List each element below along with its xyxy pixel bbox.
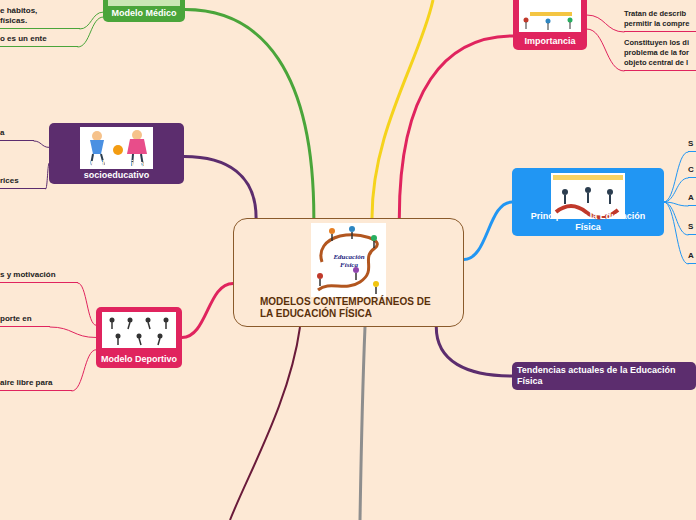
branch-line: [372, 0, 433, 218]
topic-label: Principios de la Educación Física: [517, 211, 659, 233]
branch-connector: [80, 12, 103, 29]
branch-text: e hábitos, físicas.: [0, 6, 80, 29]
branch-label: C: [688, 165, 696, 175]
branch-label: Tratan de describ permitir la compre: [624, 9, 696, 29]
branch-text: rices: [0, 176, 46, 189]
branch-connector: [50, 327, 96, 338]
branch-connector: [587, 15, 624, 32]
branch-connector: [664, 202, 688, 235]
branch-label: S: [688, 139, 696, 149]
topic-label: Modelo Deportivo: [101, 354, 177, 365]
branch-connector: [664, 202, 688, 264]
topic-label: Modelo Médico: [112, 8, 177, 19]
branch-text: S: [688, 139, 696, 152]
branch-label: porte en: [0, 314, 50, 324]
branch-connector: [436, 327, 512, 376]
branch-connector: [399, 36, 513, 218]
importancia-picture: [519, 0, 581, 32]
branch-connector: [184, 157, 256, 218]
topic-label: Tendencias actuales de la Educación Físi…: [517, 365, 691, 387]
branch-connector: [34, 141, 49, 147]
branch-line: [230, 327, 300, 520]
deportivo-picture: [102, 312, 176, 348]
branch-connector: [78, 17, 103, 47]
branch-connector: [664, 178, 688, 202]
branch-label: s y motivación: [0, 270, 78, 280]
branch-text: A: [688, 251, 696, 264]
branch-text: o es un ente: [0, 34, 78, 47]
branch-connector: [78, 283, 96, 325]
medico-picture: [108, 0, 180, 6]
branch-label: A: [688, 193, 696, 203]
branch-text: porte en: [0, 314, 50, 327]
branch-connector: [182, 283, 233, 337]
branch-connector: [185, 10, 314, 218]
branch-label: e hábitos, físicas.: [0, 6, 48, 26]
branch-label: o es un ente: [0, 34, 78, 44]
branch-connector: [587, 29, 624, 71]
branch-text: A: [688, 193, 696, 206]
branch-label: S: [688, 222, 696, 232]
branch-label: aire libre para: [0, 378, 72, 388]
branch-text: C: [688, 165, 696, 178]
topic-label: Modelo Psico-socioeducativo: [54, 159, 179, 181]
branch-text: s y motivación: [0, 270, 78, 283]
branch-label: rices: [0, 176, 46, 186]
picture-caption: Educación Física: [327, 253, 371, 269]
branch-label: Constituyen los di problema de la for ob…: [624, 38, 696, 68]
branch-text: S: [688, 222, 696, 235]
branch-connector: [664, 152, 688, 202]
branch-text: Tratan de describ permitir la compre: [624, 9, 696, 32]
central-title: MODELOS CONTEMPORÁNEOS DE LA EDUCACIÓN F…: [260, 296, 438, 320]
branch-label: a: [0, 128, 34, 138]
branch-text: a: [0, 128, 34, 141]
branch-connector: [464, 202, 512, 259]
center-picture: [311, 223, 386, 297]
branch-label: A: [688, 251, 696, 261]
branch-line: [360, 327, 365, 520]
topic-box: Tendencias actuales de la Educación Físi…: [512, 362, 696, 390]
branch-text: Constituyen los di problema de la for ob…: [624, 38, 696, 71]
topic-label: Importancia: [524, 36, 575, 47]
branch-text: aire libre para: [0, 378, 72, 391]
branch-connector: [72, 350, 96, 391]
